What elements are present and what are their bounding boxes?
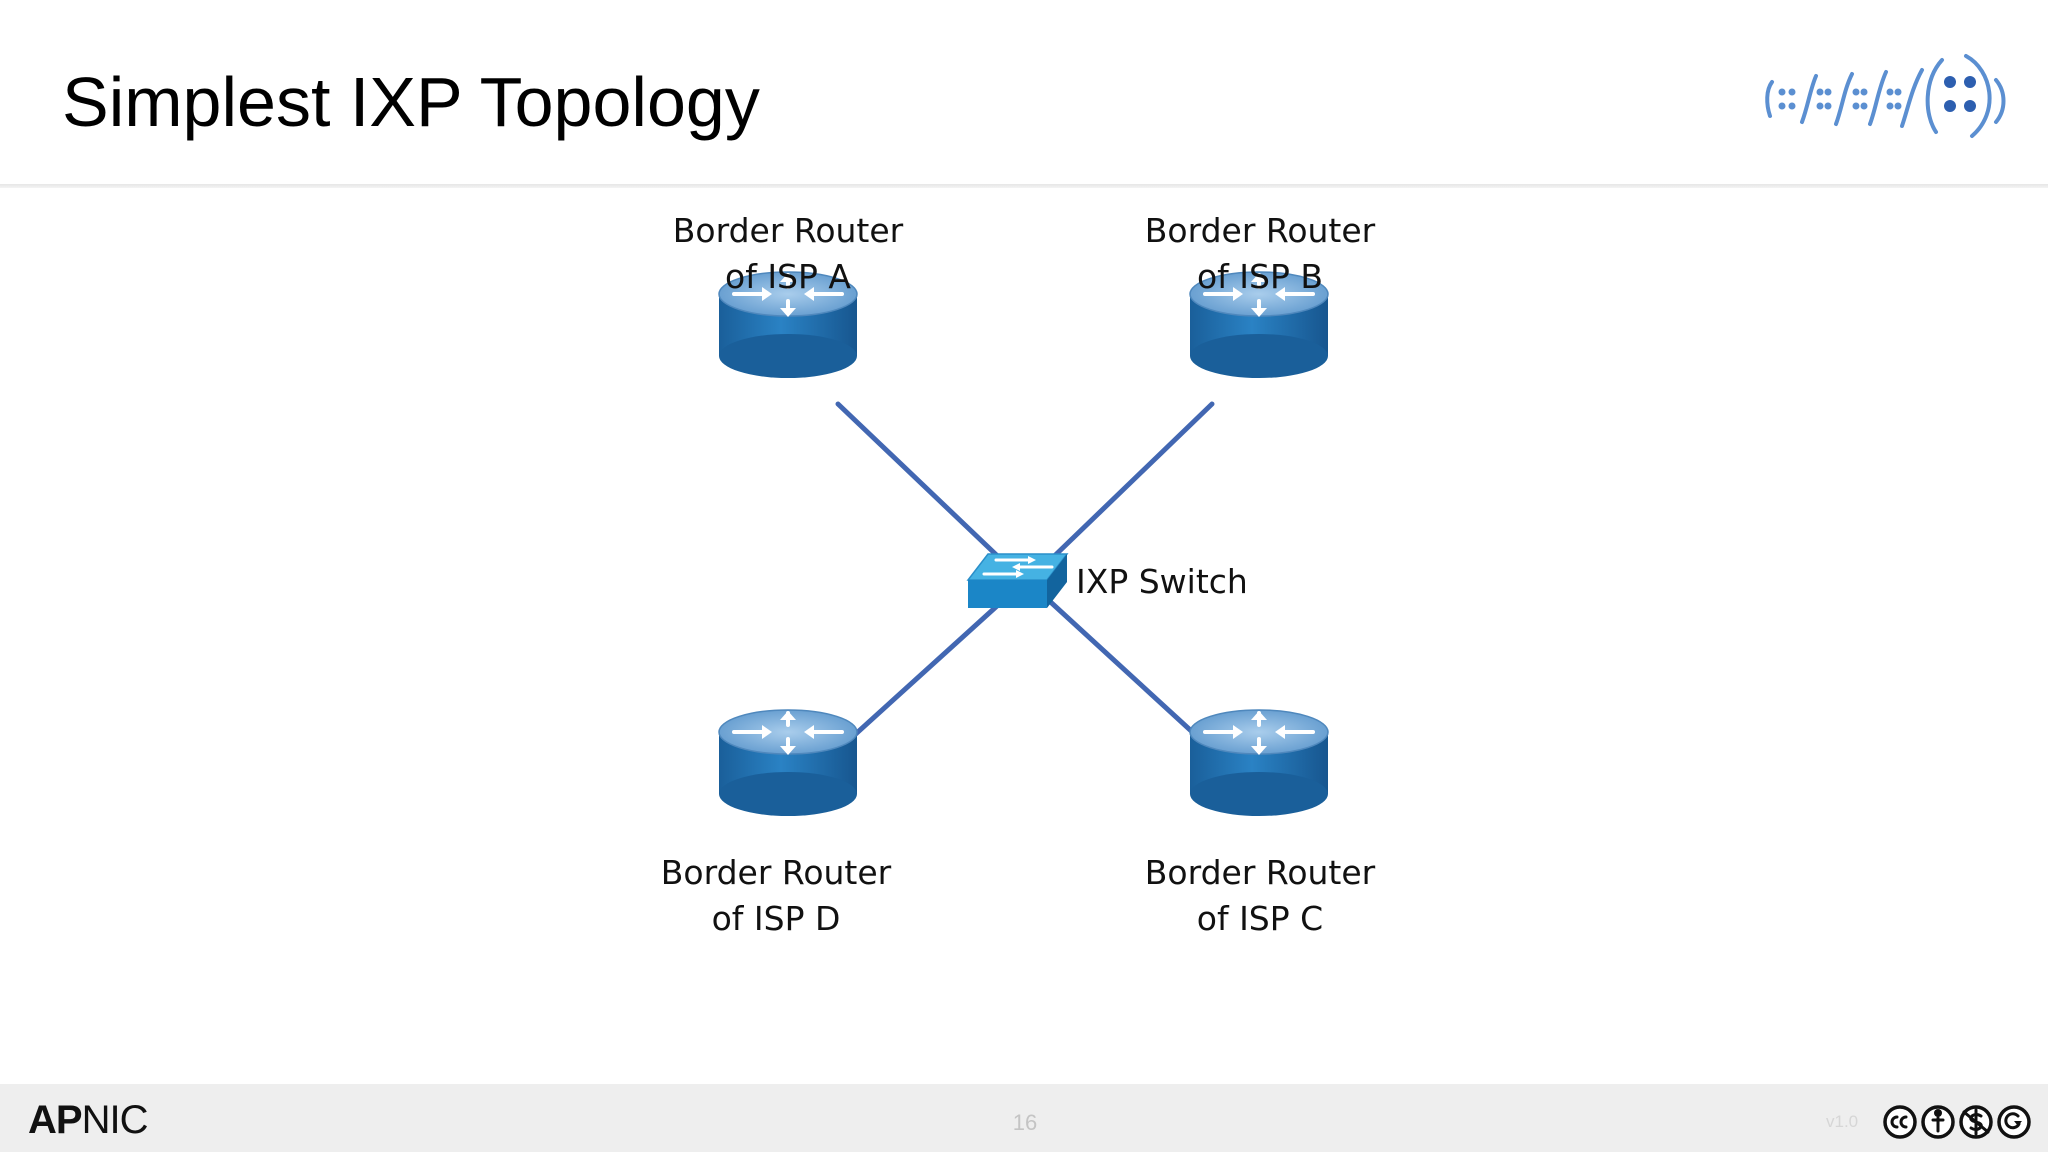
router-b-label-line1: Border Router xyxy=(1144,211,1376,250)
router-c-icon xyxy=(1188,708,1330,818)
router-a-label-line2: of ISP A xyxy=(725,257,851,296)
router-b-label-line2: of ISP B xyxy=(1196,257,1323,296)
header-divider xyxy=(0,184,2048,188)
slide-title: Simplest IXP Topology xyxy=(62,63,760,141)
router-b-label: Border Router of ISP B xyxy=(1110,208,1410,300)
router-d-label-line1: Border Router xyxy=(660,853,892,892)
router-c-label-line1: Border Router xyxy=(1144,853,1376,892)
brand-bold: AP xyxy=(28,1098,83,1142)
links xyxy=(835,401,1215,753)
router-d-label-line2: of ISP D xyxy=(711,899,841,938)
footer-bar xyxy=(0,1084,2048,1152)
router-c-label: Border Router of ISP C xyxy=(1110,850,1410,942)
creative-commons-license-icon xyxy=(1883,1105,2031,1139)
link-a-switch xyxy=(835,401,1011,569)
apnic-wave-logo-icon xyxy=(1765,54,2006,138)
router-a-label: Border Router of ISP A xyxy=(638,208,938,300)
apnic-brand-logo: APNIC xyxy=(28,1098,149,1142)
link-b-switch xyxy=(1041,401,1215,569)
router-d-icon xyxy=(717,708,859,818)
router-c-label-line2: of ISP C xyxy=(1196,899,1324,938)
link-c-switch xyxy=(1041,593,1215,753)
ixp-switch-icon xyxy=(966,553,1069,608)
router-d-label: Border Router of ISP D xyxy=(626,850,926,942)
router-a-label-line1: Border Router xyxy=(672,211,904,250)
link-d-switch xyxy=(835,593,1011,753)
ixp-switch-label: IXP Switch xyxy=(1076,562,1248,601)
brand-regular: NIC xyxy=(81,1098,149,1142)
version-label: v1.0 xyxy=(1826,1112,1859,1131)
page-number: 16 xyxy=(1012,1110,1038,1135)
